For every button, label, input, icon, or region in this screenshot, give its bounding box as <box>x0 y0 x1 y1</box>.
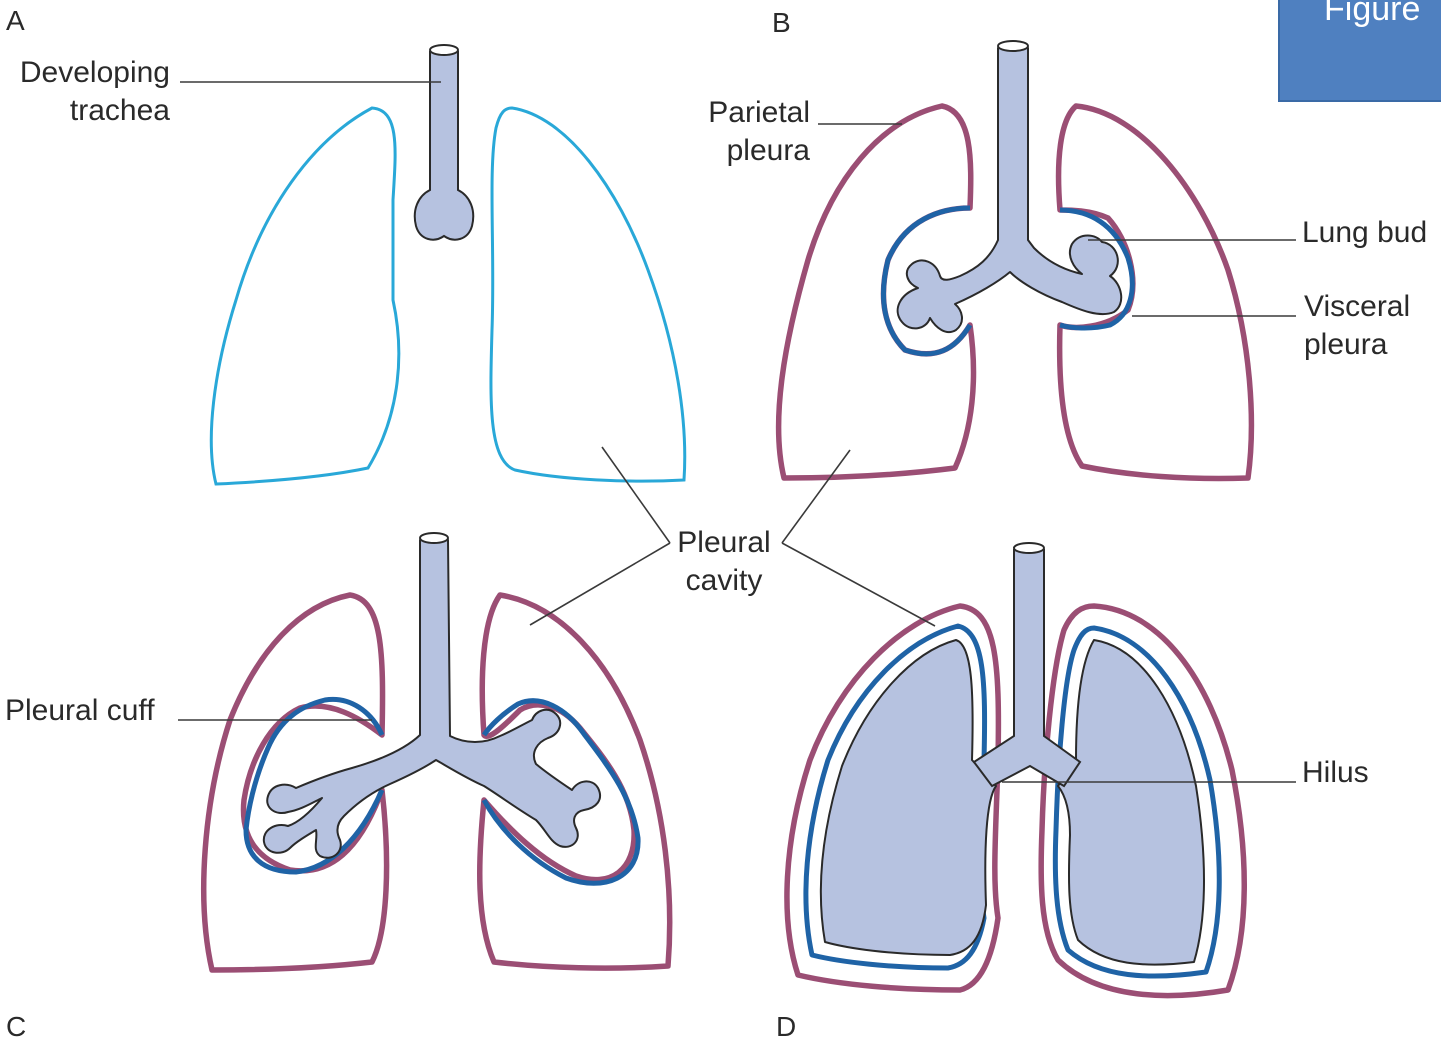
label-hilus: Hilus <box>1302 756 1369 789</box>
panel-d: D Hilus <box>776 543 1369 1042</box>
label-visceral-pleura-1: Visceral <box>1304 290 1410 323</box>
label-pleural-cavity-2: cavity <box>686 564 763 597</box>
panel-a: A Developing trachea <box>6 5 685 543</box>
left-pleural-outline-a <box>211 108 399 484</box>
leader-pleural-cavity-d <box>782 543 935 626</box>
label-lung-bud: Lung bud <box>1302 216 1427 249</box>
trachea-opening-a <box>430 45 458 55</box>
lung-bud-tree-b <box>898 48 1122 332</box>
label-visceral-pleura-2: pleura <box>1304 328 1388 361</box>
bronchial-tree-c <box>264 540 600 858</box>
figure-tab: Figure <box>1278 0 1441 102</box>
right-pleural-outline-a <box>491 108 685 481</box>
label-parietal-pleura-2: pleura <box>727 134 811 167</box>
leader-pleural-cavity-b <box>782 450 850 543</box>
figure-tab-text: Figure <box>1324 0 1420 29</box>
panel-c: C Pleural cuff <box>5 533 670 1042</box>
panel-label-d: D <box>776 1011 796 1042</box>
leader-pleural-cavity-c <box>530 543 670 625</box>
label-developing-trachea-1: Developing <box>20 56 170 89</box>
lung-right-d <box>1058 640 1204 965</box>
panel-label-c: C <box>6 1011 26 1042</box>
leader-pleural-cavity-a <box>602 447 670 543</box>
trachea-d <box>974 550 1080 786</box>
trachea-opening-d <box>1014 543 1044 553</box>
panel-label-b: B <box>772 7 791 38</box>
panel-label-a: A <box>6 5 25 36</box>
label-pleural-cavity-1: Pleural <box>677 526 770 559</box>
pleural-cavity-callout: Pleural cavity <box>677 526 770 597</box>
label-developing-trachea-2: trachea <box>70 94 170 127</box>
label-parietal-pleura-1: Parietal <box>708 96 810 129</box>
trachea-opening-b <box>998 41 1028 51</box>
trachea-opening-c <box>420 533 448 543</box>
developing-trachea <box>415 52 473 240</box>
label-pleural-cuff: Pleural cuff <box>5 694 155 727</box>
